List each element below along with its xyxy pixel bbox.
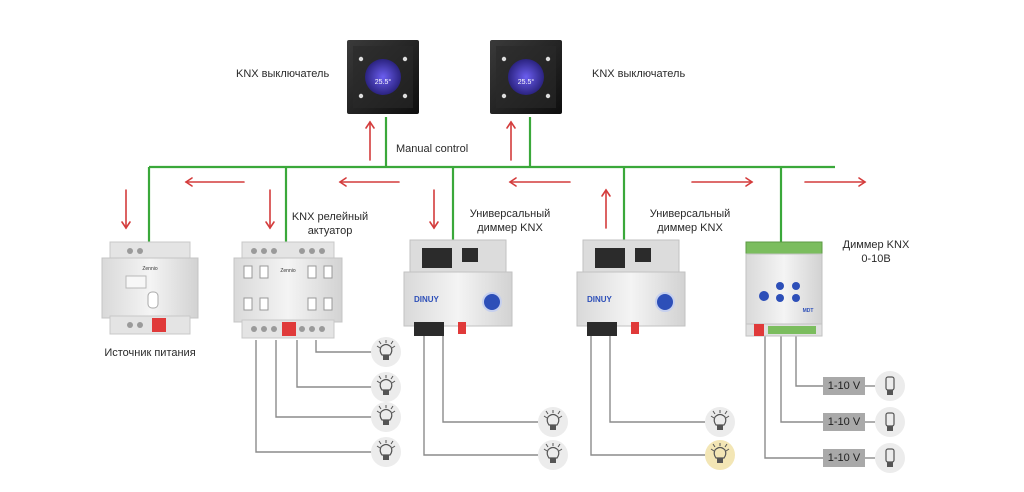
voltage-label-3: 1-10 V (823, 449, 865, 467)
lamp-icon (538, 440, 568, 470)
device-power-supply: Zennio (101, 241, 199, 335)
lamp-icon (371, 402, 401, 432)
arrow-down-relay (265, 189, 275, 230)
label-manual-control: Manual control (396, 143, 469, 155)
dimmer-knob (655, 292, 675, 312)
label-010v-line1: Диммер KNX (842, 239, 910, 251)
lamp-icon (705, 407, 735, 437)
label-010v-line2: 0-10В (861, 253, 891, 265)
arrow-down-power (121, 189, 131, 230)
signal-arrows (121, 120, 867, 230)
knx-switch-2: 25.5° (490, 40, 562, 114)
wire-relay-2 (296, 340, 372, 388)
label-relay-actuator: KNX релейный актуатор (282, 210, 378, 238)
lamps (371, 337, 905, 473)
fluorescent-lamp-icon (875, 407, 905, 437)
wire-dimmer2-2 (590, 334, 705, 456)
knx-bus (147, 117, 835, 242)
label-dimmer-1: Универсальный диммер KNX (460, 207, 560, 235)
arrow-left-2 (338, 177, 400, 187)
brand-logo-dinuy: DINUY (414, 295, 440, 304)
wire-relay-1 (315, 340, 372, 353)
arrow-left-3 (508, 177, 571, 187)
arrow-up-switch-2 (506, 120, 516, 161)
brand-logo-dinuy: DINUY (587, 295, 613, 304)
arrow-down-dimmer-1 (429, 189, 439, 230)
display-screen (365, 59, 401, 95)
wire-dimmer2-1 (609, 334, 705, 423)
arrow-right-2 (804, 177, 867, 187)
device-relay-actuator: Zennio (233, 241, 343, 339)
label-dimmer2-line1: Универсальный (649, 208, 731, 220)
wire-relay-4 (255, 340, 372, 453)
svg-text:MDT: MDT (803, 308, 814, 314)
fluorescent-lamp-icon (875, 371, 905, 401)
label-relay-line1: KNX релейный (291, 211, 369, 223)
label-switch-1: KNX выключатель (236, 68, 330, 80)
arrow-left-1 (184, 177, 245, 187)
label-dimmer1-line2: диммер KNX (477, 222, 543, 234)
arrow-up-switch-1 (365, 120, 375, 161)
svg-text:25.5°: 25.5° (518, 78, 535, 86)
svg-text:Zennio: Zennio (280, 268, 296, 274)
voltage-label-1: 1-10 V (823, 377, 865, 395)
dimmer-knob (482, 292, 502, 312)
label-dimmer2-line2: диммер KNX (657, 222, 723, 234)
lamp-icon (371, 337, 401, 367)
label-dimmer-0-10v: Диммер KNX 0-10В (836, 238, 916, 266)
label-switch-2: KNX выключатель (592, 68, 686, 80)
lamp-on-icon (705, 440, 735, 470)
label-power-supply: Источник питания (104, 347, 196, 359)
wire-dimmer1-2 (423, 334, 538, 456)
device-dimmer-0-10v: MDT (745, 241, 823, 337)
lamp-icon (538, 407, 568, 437)
wire-relay-3 (275, 340, 372, 418)
label-dimmer1-line1: Универсальный (469, 208, 551, 220)
wire-010v-3 (764, 336, 823, 459)
device-dimmer-2: DINUY (576, 239, 686, 336)
lamp-icon (371, 372, 401, 402)
fluorescent-lamp-icon (875, 443, 905, 473)
svg-text:Zennio: Zennio (142, 266, 158, 272)
device-dimmer-1: DINUY (403, 239, 513, 336)
label-dimmer-2: Универсальный диммер KNX (640, 207, 740, 235)
lamp-icon (371, 437, 401, 467)
voltage-label-2: 1-10 V (823, 413, 865, 431)
arrow-right-1 (691, 177, 754, 187)
svg-text:25.5°: 25.5° (375, 78, 392, 86)
wire-dimmer1-1 (442, 334, 538, 423)
knx-switch-1: 25.5° (347, 40, 419, 114)
label-relay-line2: актуатор (307, 225, 353, 237)
arrow-up-dimmer-2 (601, 188, 611, 229)
display-screen (508, 59, 544, 95)
wire-010v-2 (780, 336, 823, 423)
wire-010v-1 (795, 336, 823, 387)
load-wires (255, 334, 875, 459)
